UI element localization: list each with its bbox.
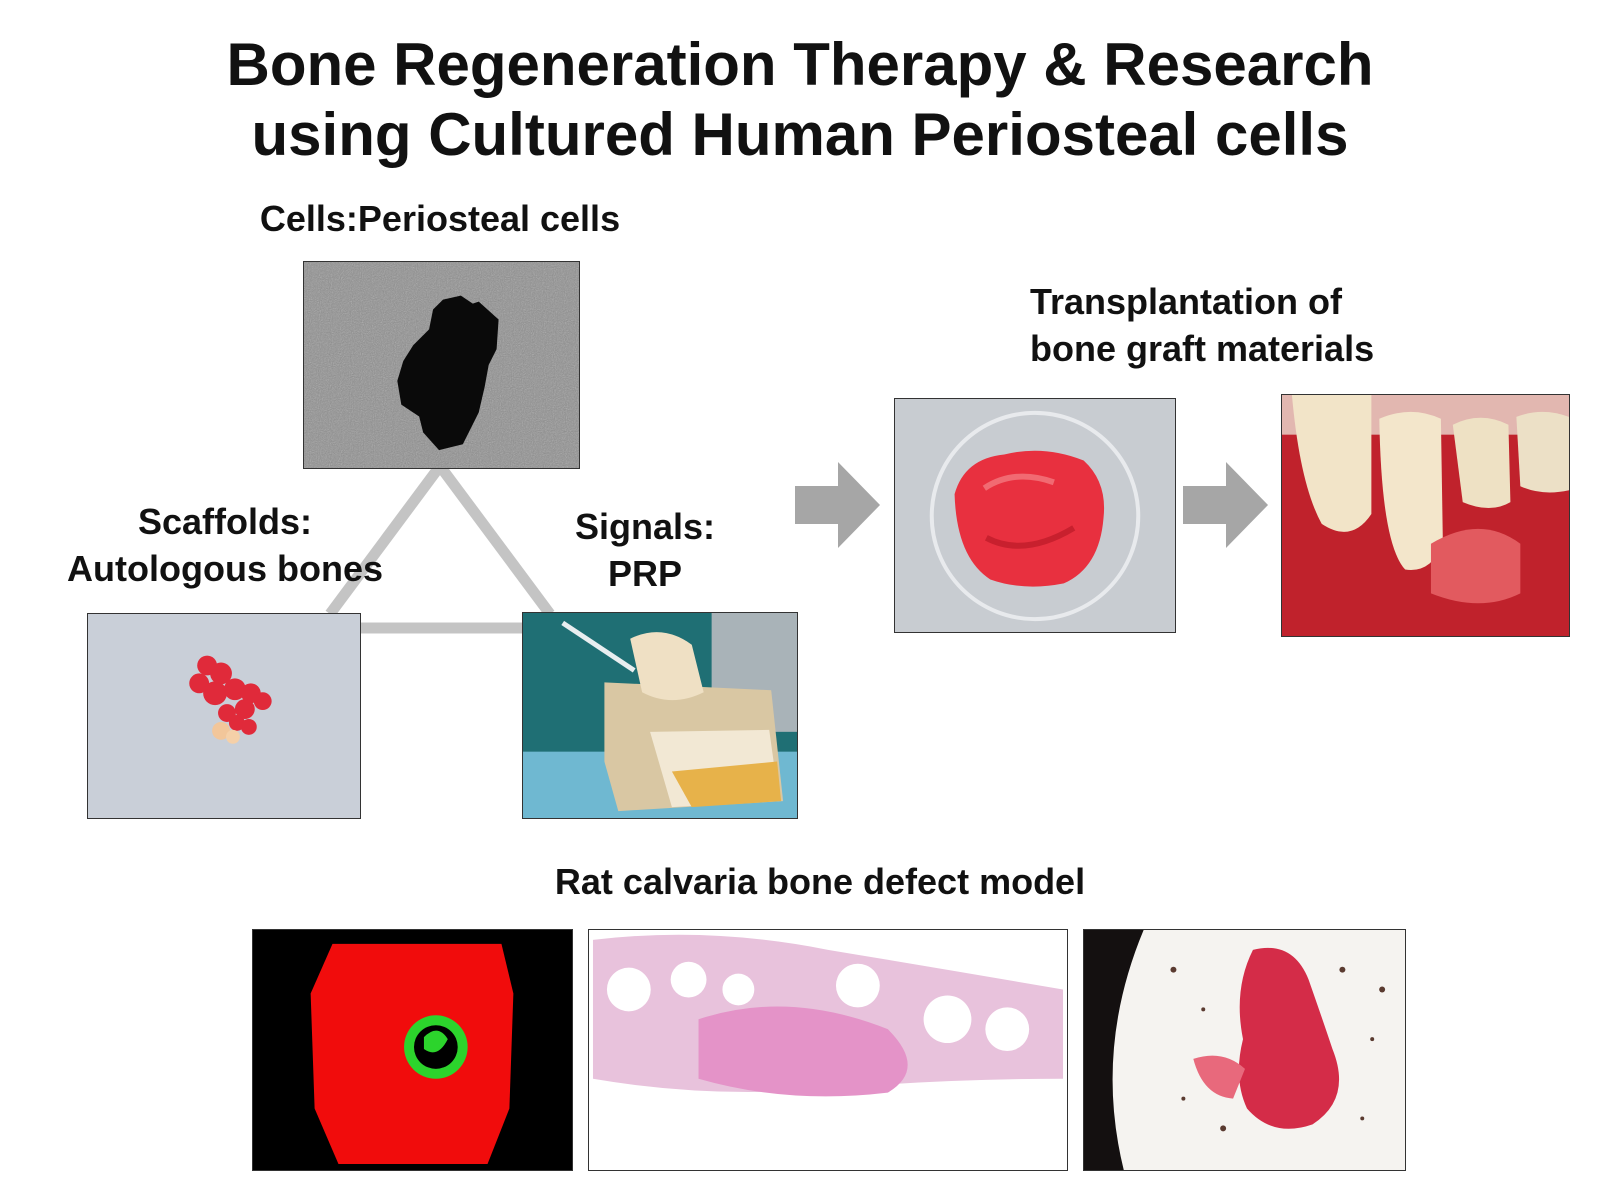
scaffolds-label: Scaffolds: Autologous bones xyxy=(67,501,383,589)
autologous-bone-photo xyxy=(87,613,361,819)
triangle-left-edge xyxy=(325,462,445,618)
cells-label: Cells:Periosteal cells xyxy=(259,198,621,239)
triangle-right-edge xyxy=(435,462,555,618)
arrow-right-icon xyxy=(1183,462,1268,548)
title-line-1: Bone Regeneration Therapy & Research xyxy=(226,31,1374,98)
histology-section-image xyxy=(588,929,1068,1171)
periosteal-cells-micrograph xyxy=(303,261,580,469)
bone-graft-material-photo xyxy=(894,398,1176,633)
signals-label: Signals: PRP xyxy=(574,506,716,594)
dental-graft-surgery-photo xyxy=(1281,394,1570,637)
transplant-label: Transplantation of bone graft materials xyxy=(1030,281,1375,369)
rat-model-label: Rat calvaria bone defect model xyxy=(554,861,1086,902)
title-line-2: using Cultured Human Periosteal cells xyxy=(251,101,1349,168)
prp-bag-photo xyxy=(522,612,798,819)
arrow-right-icon xyxy=(795,462,880,548)
stained-tissue-microscopy-image xyxy=(1083,929,1406,1171)
page-title: Bone Regeneration Therapy & Research usi… xyxy=(0,30,1600,170)
micro-ct-skull-image xyxy=(252,929,573,1171)
triad-triangle xyxy=(325,462,555,634)
